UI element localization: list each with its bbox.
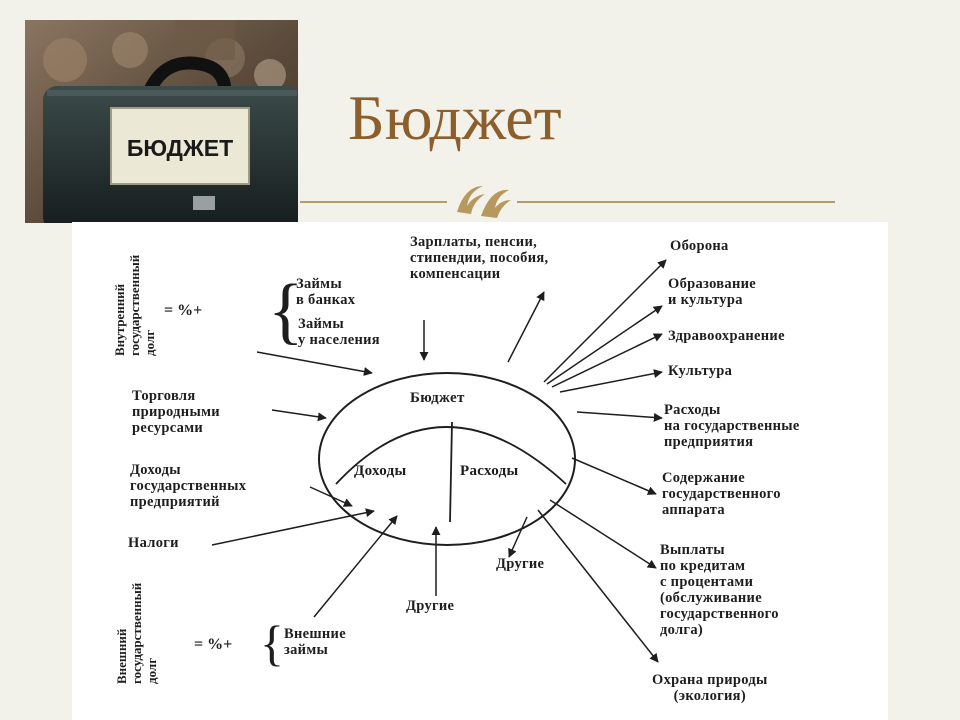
label-expense-state-enterprises: Расходы на государственные предприятия xyxy=(664,402,800,450)
label-expense-credit-payments: Выплаты по кредитам с процентами (обслуж… xyxy=(660,542,779,638)
label-expense-education: Образование и культура xyxy=(668,276,756,308)
label-budget-center: Бюджет xyxy=(410,390,465,406)
arrow-state-enterprises xyxy=(576,411,663,422)
internal-debt-title: Внутренний государственный долг xyxy=(112,254,157,356)
budget-split-arc xyxy=(335,426,567,485)
budget-briefcase-photo: БЮДЖЕТ xyxy=(25,20,298,223)
title-divider xyxy=(300,201,835,203)
briefcase-sign-text: БЮДЖЕТ xyxy=(127,135,233,161)
external-debt-brace-icon: { xyxy=(260,615,284,671)
slide-title: Бюджет xyxy=(348,82,562,153)
label-income-enterprises: Доходы государственных предприятий xyxy=(130,462,247,510)
arrow-trade xyxy=(271,409,327,422)
external-debt-title: Внешний государственный долг xyxy=(114,582,159,684)
budget-diagram: Внутренний государственный долг = %+ { З… xyxy=(72,222,888,720)
ornament-icon xyxy=(447,186,517,218)
arrow-taxes xyxy=(211,508,375,546)
arrow-internal-debt xyxy=(256,351,373,376)
label-expense-other: Другие xyxy=(496,556,545,572)
internal-loans-banks: Займы в банках xyxy=(296,276,356,308)
arrow-defense xyxy=(543,259,667,383)
label-expense-defense: Оборона xyxy=(670,238,729,254)
label-expense-apparatus: Содержание государственного аппарата xyxy=(662,470,781,518)
label-expense-culture: Культура xyxy=(668,363,733,379)
arrow-apparatus xyxy=(571,457,657,495)
label-income-trade: Торговля природными ресурсами xyxy=(132,388,220,436)
diagram-graphics xyxy=(211,259,667,663)
internal-loans-population: Займы у населения xyxy=(298,316,380,348)
internal-debt-formula: = %+ xyxy=(164,302,203,319)
arrow-culture xyxy=(559,369,663,393)
arrow-education xyxy=(546,305,663,385)
label-budget-expenses: Расходы xyxy=(460,463,519,479)
label-expense-health: Здравоохранение xyxy=(668,328,785,344)
arrow-enterprises xyxy=(309,486,353,507)
briefcase-illustration: БЮДЖЕТ xyxy=(25,20,298,223)
external-loans: Внешние займы xyxy=(284,626,346,658)
external-debt-formula: = %+ xyxy=(194,636,233,653)
internal-debt-brace-icon: { xyxy=(268,270,304,352)
label-salaries-pensions: Зарплаты, пенсии, стипендии, пособия, ко… xyxy=(410,234,549,282)
arrow-ecology xyxy=(537,509,659,663)
arrow-health xyxy=(551,333,663,388)
label-income-taxes: Налоги xyxy=(128,535,179,551)
label-income-other: Другие xyxy=(406,598,455,614)
arrow-external-debt xyxy=(313,515,398,618)
arrow-top-salaries xyxy=(507,291,545,363)
budget-split-line xyxy=(449,421,453,523)
arrow-other-expense xyxy=(508,516,528,558)
arrow-credit xyxy=(549,499,657,569)
label-budget-income: Доходы xyxy=(354,463,407,479)
label-expense-ecology: Охрана природы (экология) xyxy=(652,672,768,704)
